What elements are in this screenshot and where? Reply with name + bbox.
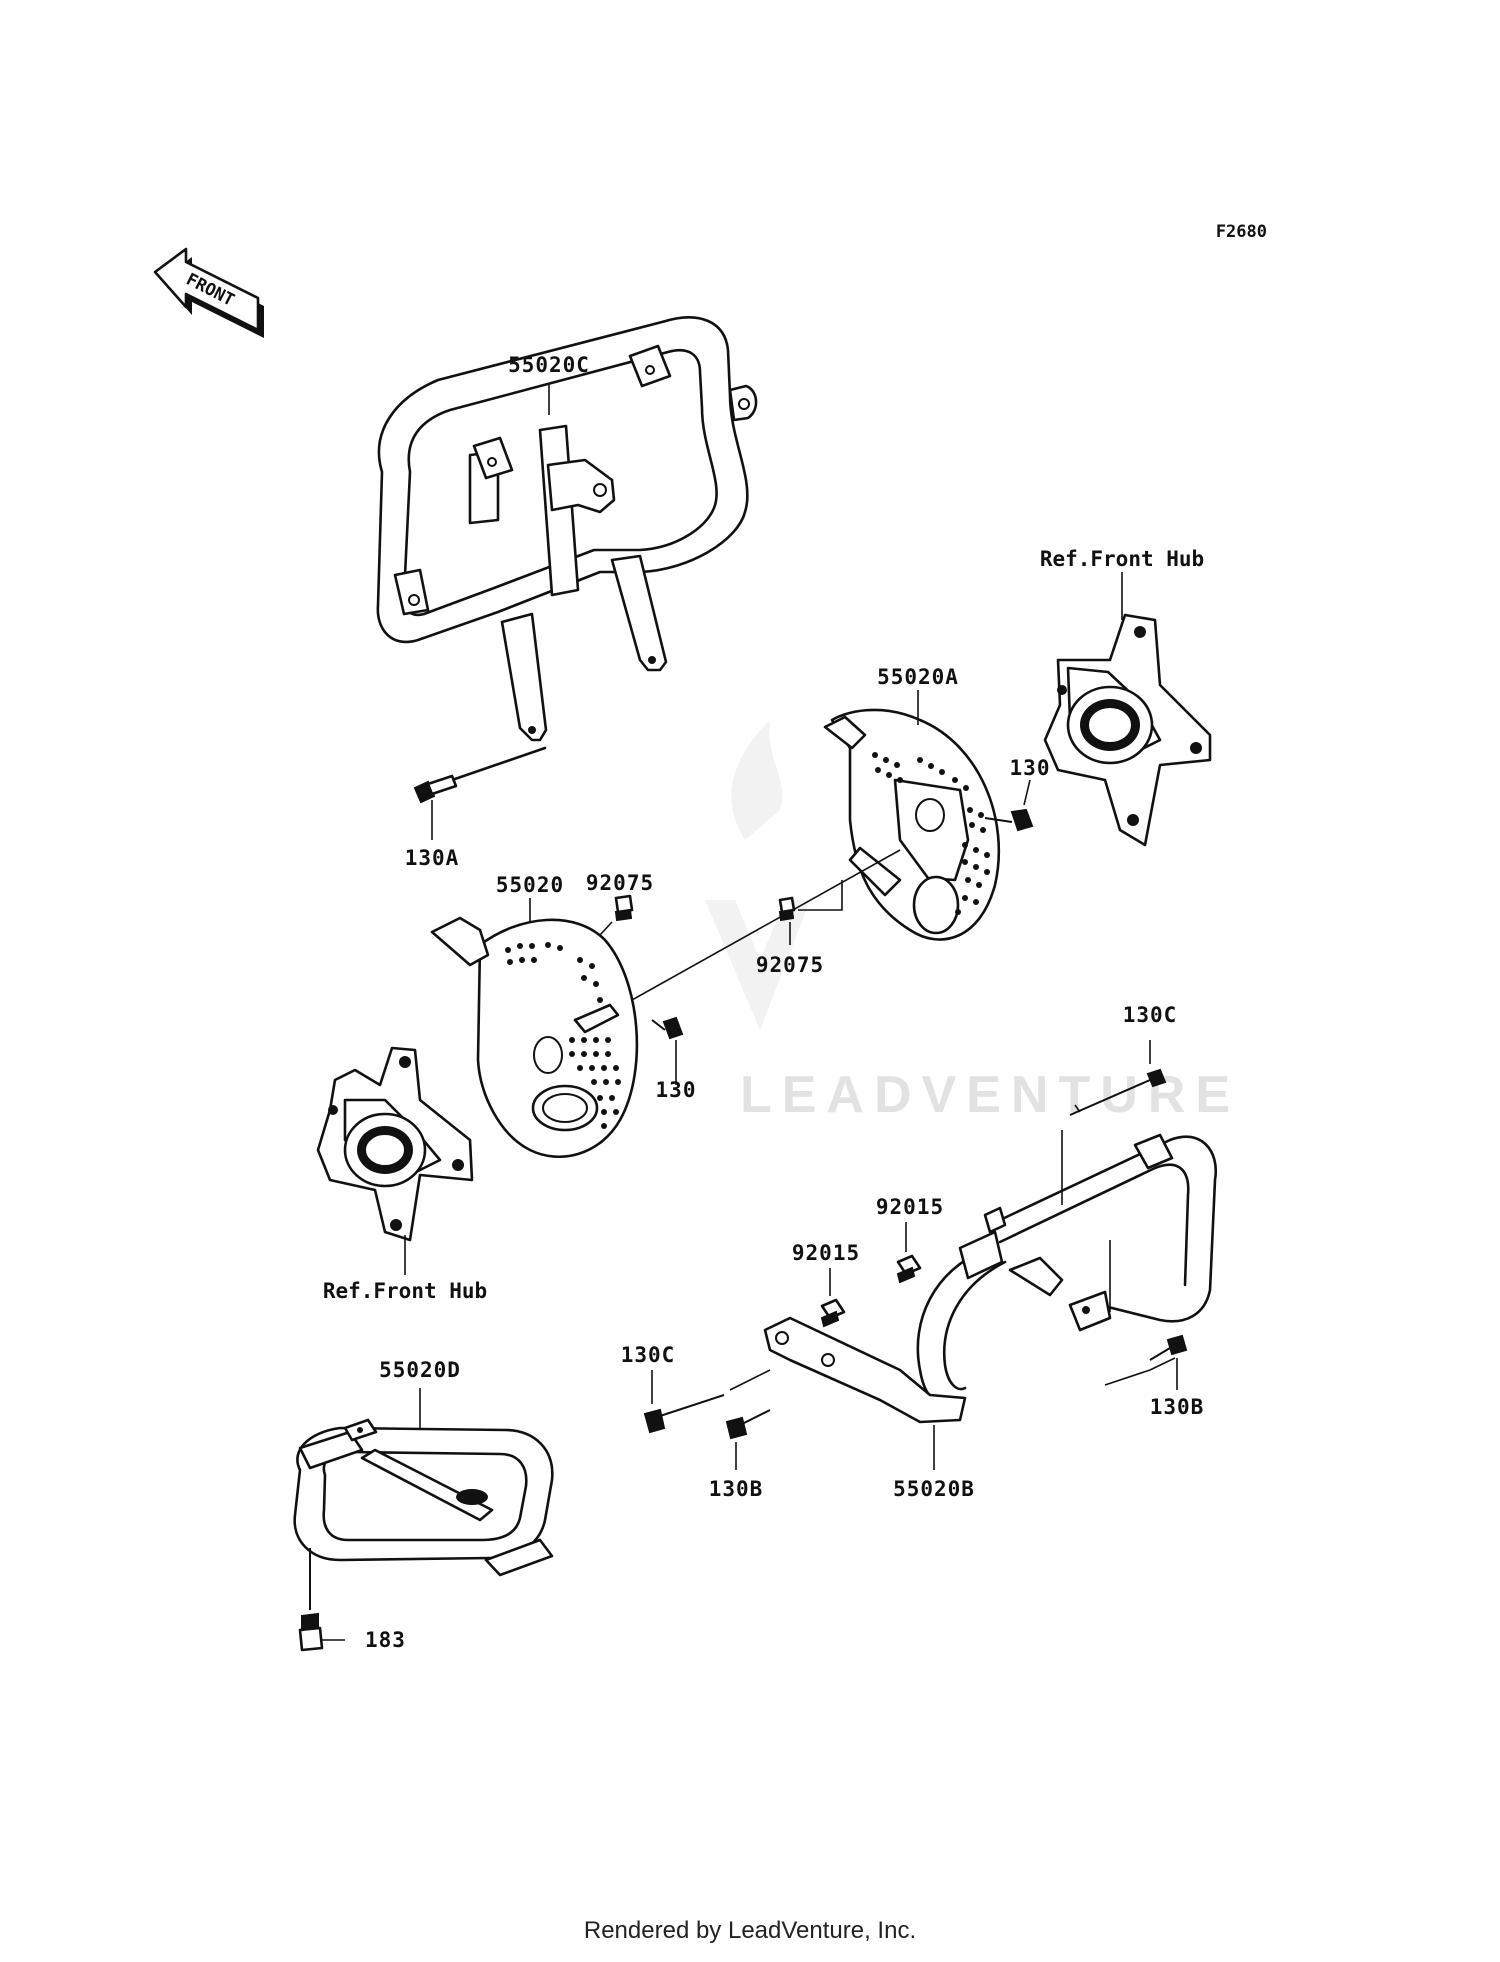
bolt-130-right-icon [984, 808, 1034, 832]
label-130B-right: 130B [1150, 1395, 1205, 1419]
label-ref-front-hub-right: Ref.Front Hub [1040, 547, 1204, 571]
label-92015-center: 92015 [792, 1241, 860, 1265]
bolt-130-center-icon [651, 1016, 684, 1040]
washer-92075-upper-icon [614, 894, 634, 922]
washer-92075-lower-icon [778, 896, 796, 922]
label-92015-right: 92015 [876, 1195, 944, 1219]
guard-55020B [763, 1130, 1218, 1424]
front-guard-55020C [376, 316, 758, 742]
footer-credit: Rendered by LeadVenture, Inc. [584, 1917, 916, 1944]
label-92075-lower: 92075 [756, 953, 824, 977]
label-55020D: 55020D [379, 1358, 461, 1382]
label-55020C: 55020C [508, 353, 590, 377]
label-130C-upper: 130C [1123, 1003, 1178, 1027]
bolt-130A-icon [413, 746, 547, 840]
nut-92015-center-icon [820, 1298, 846, 1328]
bolt-130C-upper-icon [1069, 1068, 1167, 1116]
label-130C-lower: 130C [621, 1343, 676, 1367]
front-hub-left [316, 1046, 474, 1242]
bolt-130B-right-icon [1149, 1334, 1188, 1361]
watermark-logo-icon [705, 720, 810, 1030]
label-55020B: 55020B [893, 1477, 975, 1501]
step-frame-55020D [293, 1418, 554, 1577]
diagram-code: F2680 [1216, 222, 1267, 242]
label-183: 183 [365, 1628, 406, 1652]
label-130-right: 130 [1010, 756, 1051, 780]
disc-guard-55020A [823, 708, 1001, 941]
label-55020A: 55020A [877, 665, 959, 689]
label-55020: 55020 [496, 873, 564, 897]
label-130A: 130A [405, 846, 460, 870]
bolt-130C-lower-icon [643, 1369, 771, 1434]
watermark-text: LEADVENTURE [740, 1066, 1240, 1124]
label-ref-front-hub-left: Ref.Front Hub [323, 1279, 487, 1303]
label-130-center: 130 [656, 1078, 697, 1102]
label-130B-lower: 130B [709, 1477, 764, 1501]
front-arrow-icon: FRONT [153, 247, 264, 338]
label-92075-upper: 92075 [586, 871, 654, 895]
disc-guard-55020 [430, 916, 639, 1158]
bolt-183-icon [298, 1548, 324, 1652]
front-hub-right [1043, 613, 1212, 847]
nut-92015-right-icon [896, 1254, 922, 1284]
bolt-130B-lower-icon [725, 1409, 771, 1440]
